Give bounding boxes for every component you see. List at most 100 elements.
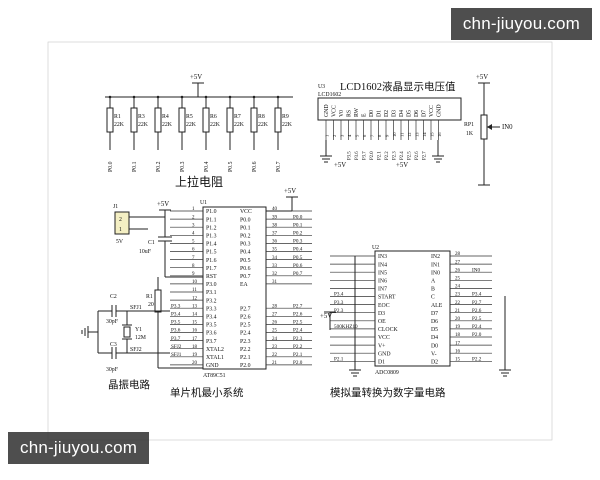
adc-title: 模拟量转换为数字量电路 xyxy=(330,386,446,399)
pullup-title: 上拉电阻 xyxy=(175,174,223,189)
mcu-pin-label: P2.7 xyxy=(240,306,251,312)
lcd-title: LCD1602液晶显示电压值 xyxy=(340,80,456,93)
resistor-net: P0.1 xyxy=(132,161,138,172)
lcd-pin-net: P2.3 xyxy=(393,151,398,160)
lcd-pin-number: 2 xyxy=(332,134,337,137)
adc-pin-left: IN6 xyxy=(330,279,387,285)
adc-pin-number: 25 xyxy=(455,277,461,282)
mcu-pin-label: P3.5 xyxy=(206,323,217,329)
resistor-net: P0.5 xyxy=(228,161,234,172)
mcu-pin-label: P1.0 xyxy=(206,209,217,215)
mcu-pin-left: P1.34 xyxy=(170,232,217,240)
mcu-pin-label: VCC xyxy=(240,209,252,215)
adc-pin-left: V+ xyxy=(330,343,385,349)
lcd-pin-number: 10 xyxy=(392,132,397,137)
resistor-value: 22K xyxy=(162,122,173,128)
pot-power-label: +5V xyxy=(476,74,488,81)
adc-pin-number: 16 xyxy=(455,349,461,354)
pot-ref: RP1 xyxy=(464,122,474,128)
mcu-pin-number: 33 xyxy=(272,264,278,269)
adc-pin-number: 20 xyxy=(455,317,461,322)
mcu-pin-number: 32 xyxy=(272,272,278,277)
adc-pin-label: IN2 xyxy=(431,254,440,260)
adc-pin-label: IN1 xyxy=(431,262,440,268)
pot-body xyxy=(480,114,488,140)
lcd-name: LCD1602 xyxy=(318,92,341,98)
lcd-pin-net: P3.6 xyxy=(355,151,360,160)
mcu-pin-net: P0.3 xyxy=(293,239,303,245)
jack-pin-2: 2 xyxy=(119,217,122,223)
reset-resistor-value: 20 xyxy=(148,302,154,308)
watermark-top: chn-jiuyou.com xyxy=(450,8,592,40)
adc-pin-number: 23 xyxy=(455,293,461,298)
mcu-pin-left: P1.23 xyxy=(170,223,217,231)
lcd-pin: V03 xyxy=(339,110,345,140)
mcu-pin-label: P0.6 xyxy=(240,266,251,272)
c3-ref: C3 xyxy=(110,342,117,348)
mcu-pin-label: P2.4 xyxy=(240,331,251,337)
mcu-pin-number: 38 xyxy=(272,223,278,228)
mcu-pin-left: P3.010 xyxy=(170,280,217,288)
mcu-pin-label: GND xyxy=(206,363,219,369)
adc-pin-label: IN0 xyxy=(431,270,440,276)
pullup-power-label: +5V xyxy=(190,74,202,81)
mcu-pin-number: 7 xyxy=(192,256,195,261)
mcu-pin-number: 12 xyxy=(192,296,198,301)
mcu-pin-number: 21 xyxy=(272,361,278,366)
mcu-pin-left: P1.56 xyxy=(170,248,217,256)
junction-dot xyxy=(132,95,136,99)
resistor-value: 22K xyxy=(282,122,293,128)
adc-pin-left: IN3 xyxy=(330,254,387,260)
mcu-pin-number: 19 xyxy=(192,353,198,358)
adc-pin-left: GND xyxy=(330,351,391,357)
mcu-pin-number: 40 xyxy=(272,207,278,212)
adc-pin-number: 22 xyxy=(455,301,461,306)
adc-pin-number: 26 xyxy=(455,268,461,273)
adc-pin-label: CLOCK xyxy=(378,327,398,333)
resistor-ref: R7 xyxy=(234,114,241,120)
lcd-ref: U3 xyxy=(318,84,325,90)
mcu-pin-number: 4 xyxy=(192,232,195,237)
adc-pin-net: P3.3 xyxy=(334,300,344,306)
mcu-pin-label: P1.1 xyxy=(206,217,217,223)
adc-pin-label: VCC xyxy=(378,335,390,341)
mcu-pin-number: 5 xyxy=(192,240,195,245)
lcd-pin-label: D4 xyxy=(399,110,405,117)
lcd-pin-label: VCC xyxy=(332,105,338,117)
adc-pin-number: 28 xyxy=(455,252,461,257)
watermark-bottom: chn-jiuyou.com xyxy=(8,432,150,464)
mcu-pin-label: XTAL2 xyxy=(206,347,224,353)
lcd-pin-label: D5 xyxy=(407,110,413,117)
mcu-pin-left: P3.111 xyxy=(170,288,217,296)
mcu-title: 单片机最小系统 xyxy=(170,386,244,399)
c2-ref: C2 xyxy=(110,294,117,300)
resistor-ref: R9 xyxy=(282,114,289,120)
adc-pin-net: P2.3 xyxy=(334,308,344,314)
mcu-pin-number: 24 xyxy=(272,337,278,342)
resistor-net: P0.6 xyxy=(252,161,258,172)
adc-pin-number: 24 xyxy=(455,285,461,290)
resistor-body xyxy=(154,107,162,133)
pot-wiper-icon xyxy=(487,124,492,130)
mcu-pin-net: P3.3 xyxy=(171,303,181,309)
sheet-grid xyxy=(47,41,553,441)
mcu-power-label: +5V xyxy=(284,188,296,195)
mcu-pin-label: P2.0 xyxy=(240,363,251,369)
adc-pin-net: P2.2 xyxy=(472,357,482,363)
mcu-pin-number: 27 xyxy=(272,313,278,318)
adc-pin-net: 500KHZ10 xyxy=(334,324,358,330)
mcu-pin-label: XTAL1 xyxy=(206,355,224,361)
resistor-net: P0.0 xyxy=(108,161,114,172)
